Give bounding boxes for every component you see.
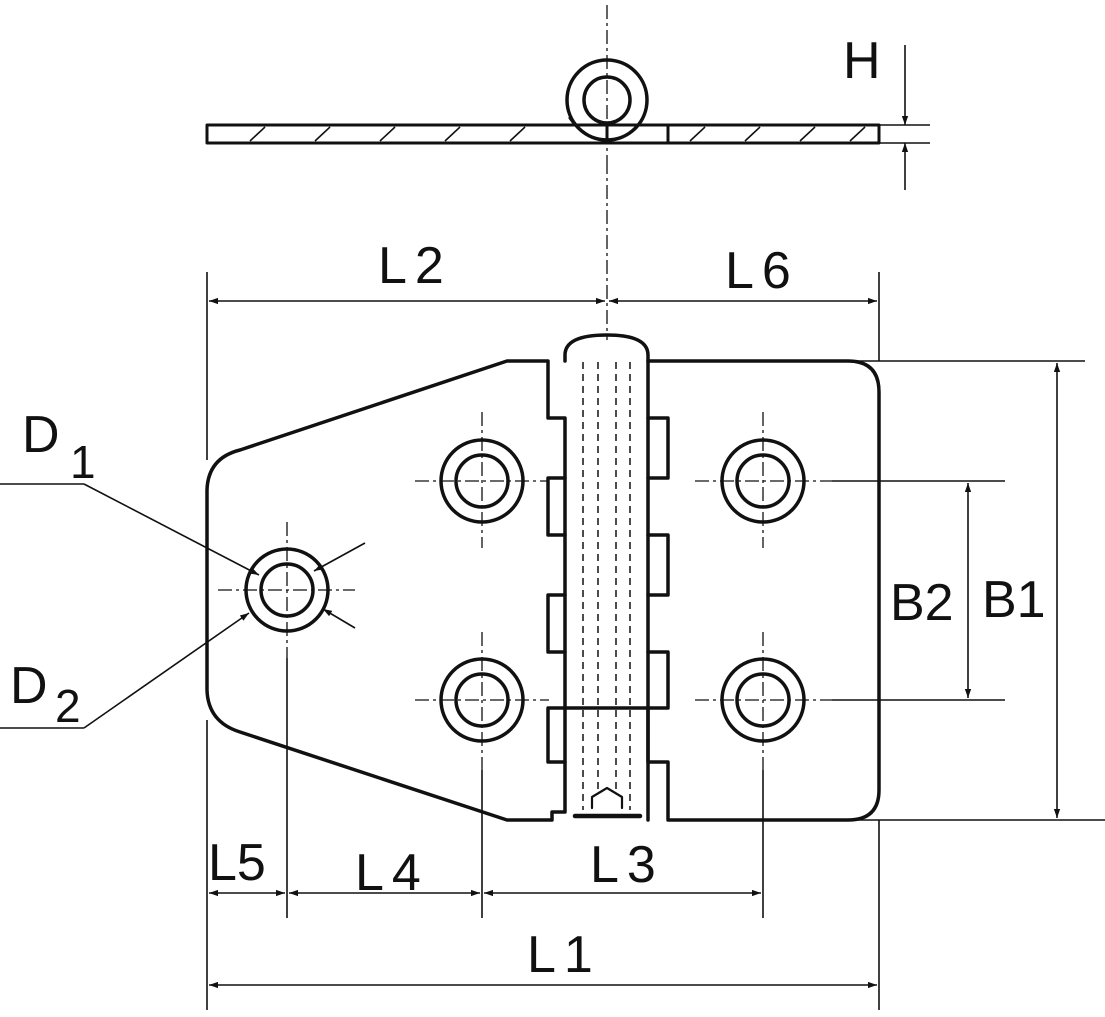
section-hatch (249, 126, 866, 142)
label-l2: L2 (378, 237, 452, 295)
label-b1: B1 (982, 571, 1046, 629)
screw-hole-left (218, 522, 355, 658)
left-leaf-outline (205, 359, 567, 822)
screw-hole-top-right (695, 412, 832, 548)
d2-outer-arrow (322, 608, 356, 629)
d2-leader (83, 612, 250, 729)
pin-head (563, 333, 650, 363)
label-d2-subscript: 2 (55, 680, 81, 732)
knuckles (546, 333, 670, 822)
side-view: H (205, 5, 930, 190)
label-d1-subscript: 1 (70, 436, 96, 488)
side-view-left-leaf (205, 123, 609, 145)
screw-hole-top-left (415, 412, 549, 548)
label-b2: B2 (890, 574, 954, 632)
pin-end (590, 786, 624, 810)
label-l1: L1 (527, 926, 601, 984)
d1-outer-arrow (313, 542, 366, 572)
d1-leader (83, 483, 260, 576)
hidden-pin-lines (582, 362, 631, 810)
label-h: H (843, 32, 881, 90)
label-d2: D (10, 657, 48, 715)
screw-hole-bottom-right (695, 632, 832, 770)
side-view-pin (582, 75, 632, 125)
screw-hole-bottom-left (415, 632, 549, 770)
right-leaf-outline (546, 359, 881, 822)
label-l4: L4 (355, 844, 429, 902)
label-l3: L3 (590, 836, 664, 894)
side-view-right-leaf (666, 123, 881, 145)
label-d1: D (22, 406, 60, 464)
label-l5: L5 (208, 834, 266, 892)
label-l6: L6 (725, 242, 799, 300)
front-view: B1 B2 L2 L6 L5 L4 L3 L1 D 1 (0, 160, 1105, 1010)
